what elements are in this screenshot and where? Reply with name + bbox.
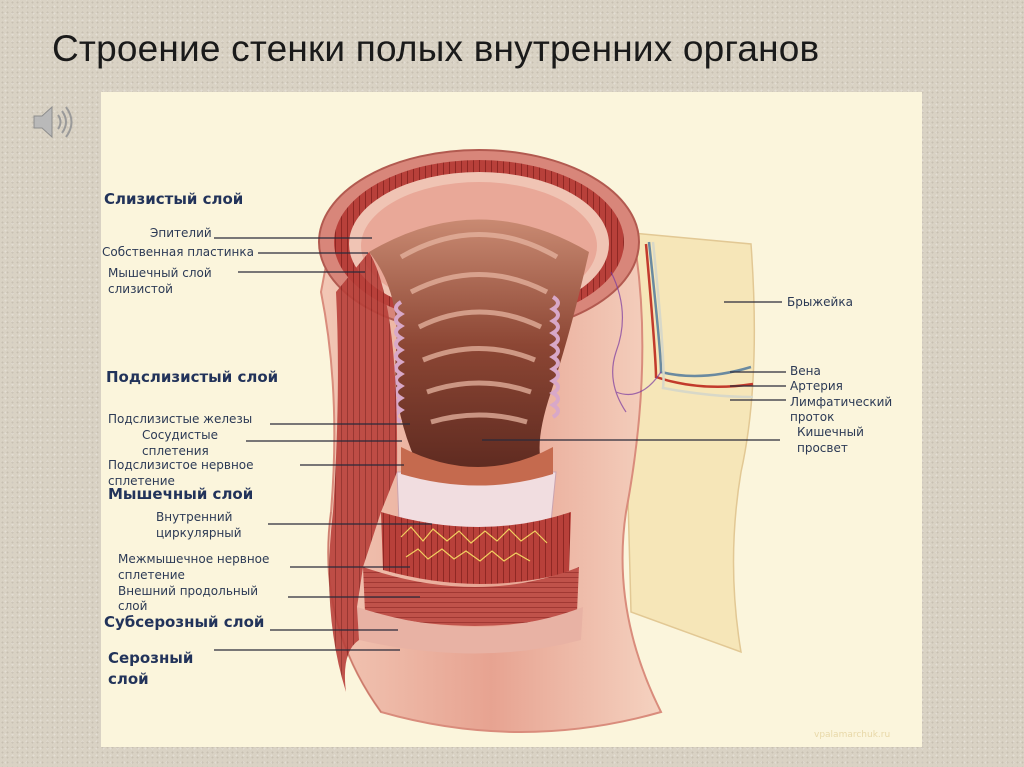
label-lumen-line1: Кишечный (797, 425, 864, 440)
slide-title: Строение стенки полых внутренних органов (52, 28, 819, 70)
label-vein: Вена (790, 364, 821, 379)
heading-submucosa: Подслизистый слой (106, 367, 278, 387)
heading-subserosa: Субсерозный слой (104, 612, 264, 632)
label-submucosal-glands: Подслизистые железы (108, 412, 252, 427)
label-muscularis-mucosae-line1: Мышечный слой (108, 266, 212, 281)
watermark: vpalamarchuk.ru (814, 730, 890, 740)
label-lumen-line2: просвет (797, 441, 848, 456)
label-outer-longitudinal-line1: Внешний продольный (118, 584, 258, 599)
label-epithelium: Эпителий (150, 226, 212, 241)
heading-serosa-line1: Серозный (108, 648, 193, 668)
label-vascular-plexus-line1: Сосудистые (142, 428, 218, 443)
heading-mucosa: Слизистый слой (104, 189, 243, 209)
label-muscularis-mucosae-line2: слизистой (108, 282, 173, 297)
label-submucosal-nerve-line1: Подслизистое нервное (108, 458, 254, 473)
label-inner-circular-line2: циркулярный (156, 526, 242, 541)
label-lymph-line2: проток (790, 410, 834, 425)
label-submucosal-nerve-line2: сплетение (108, 474, 175, 489)
label-artery: Артерия (790, 379, 843, 394)
label-lamina-propria: Собственная пластинка (102, 245, 254, 260)
label-lymph-line1: Лимфатический (790, 395, 892, 410)
label-inner-circular-line1: Внутренний (156, 510, 232, 525)
speaker-icon[interactable] (30, 100, 80, 144)
label-outer-longitudinal-line2: слой (118, 599, 147, 614)
label-mesentery: Брыжейка (787, 295, 853, 310)
heading-serosa-line2: слой (108, 669, 149, 689)
label-myenteric-line1: Межмышечное нервное (118, 552, 269, 567)
label-myenteric-line2: сплетение (118, 568, 185, 583)
label-vascular-plexus-line2: сплетения (142, 444, 209, 459)
